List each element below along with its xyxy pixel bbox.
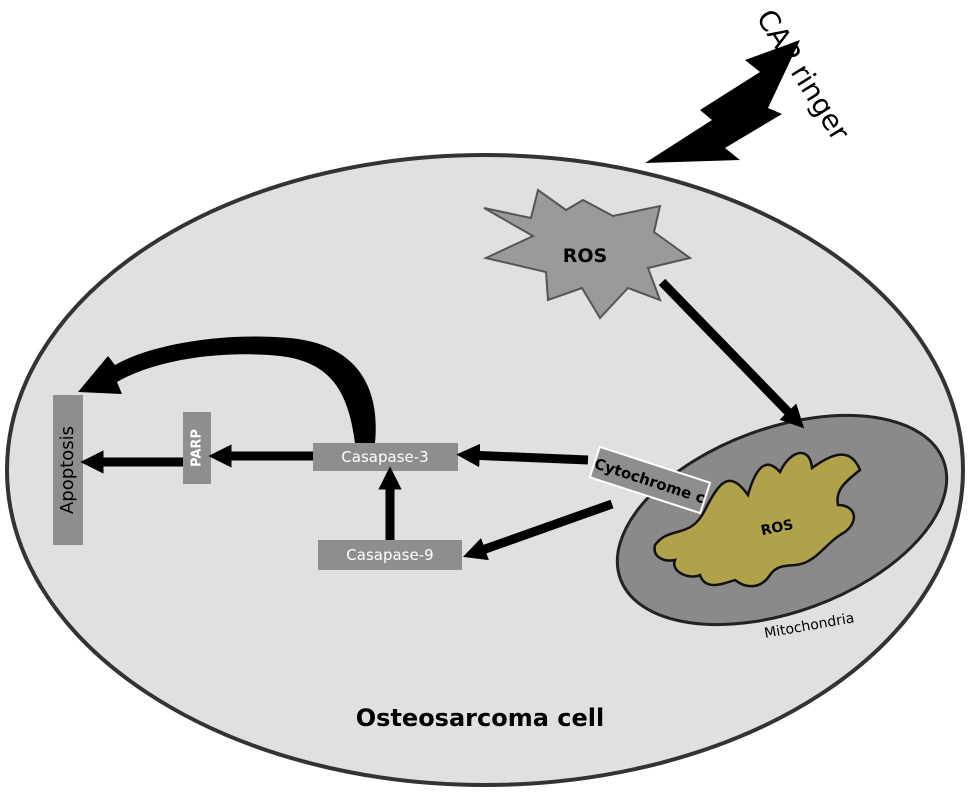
casapase-3-label: Casapase-3 bbox=[341, 448, 428, 466]
casapase-9-label: Casapase-9 bbox=[346, 546, 433, 564]
arrow-cyto-to-casp9 bbox=[462, 499, 614, 561]
mitochondria-cristae bbox=[653, 451, 862, 588]
parp-label: PARP bbox=[190, 429, 205, 467]
arrow-ros-to-mito bbox=[658, 278, 805, 429]
ros-label: ROS bbox=[563, 245, 607, 267]
apoptosis-label: Apoptosis bbox=[57, 426, 78, 514]
arrow-cyto-to-casp3 bbox=[456, 443, 589, 468]
arrow-casp3-to-apoptosis-curved bbox=[78, 336, 376, 443]
cell-label: Osteosarcoma cell bbox=[356, 704, 604, 732]
mito-ros-label: ROS bbox=[759, 517, 794, 539]
osteosarcoma-cell bbox=[5, 153, 965, 787]
apoptosis-box bbox=[53, 395, 83, 545]
lightning-bolt-icon bbox=[645, 40, 800, 163]
ros-starburst bbox=[482, 188, 693, 320]
parp-box bbox=[183, 412, 211, 484]
casapase-9-box bbox=[318, 540, 462, 570]
cytochrome-box: Cytochrome c bbox=[588, 445, 712, 515]
